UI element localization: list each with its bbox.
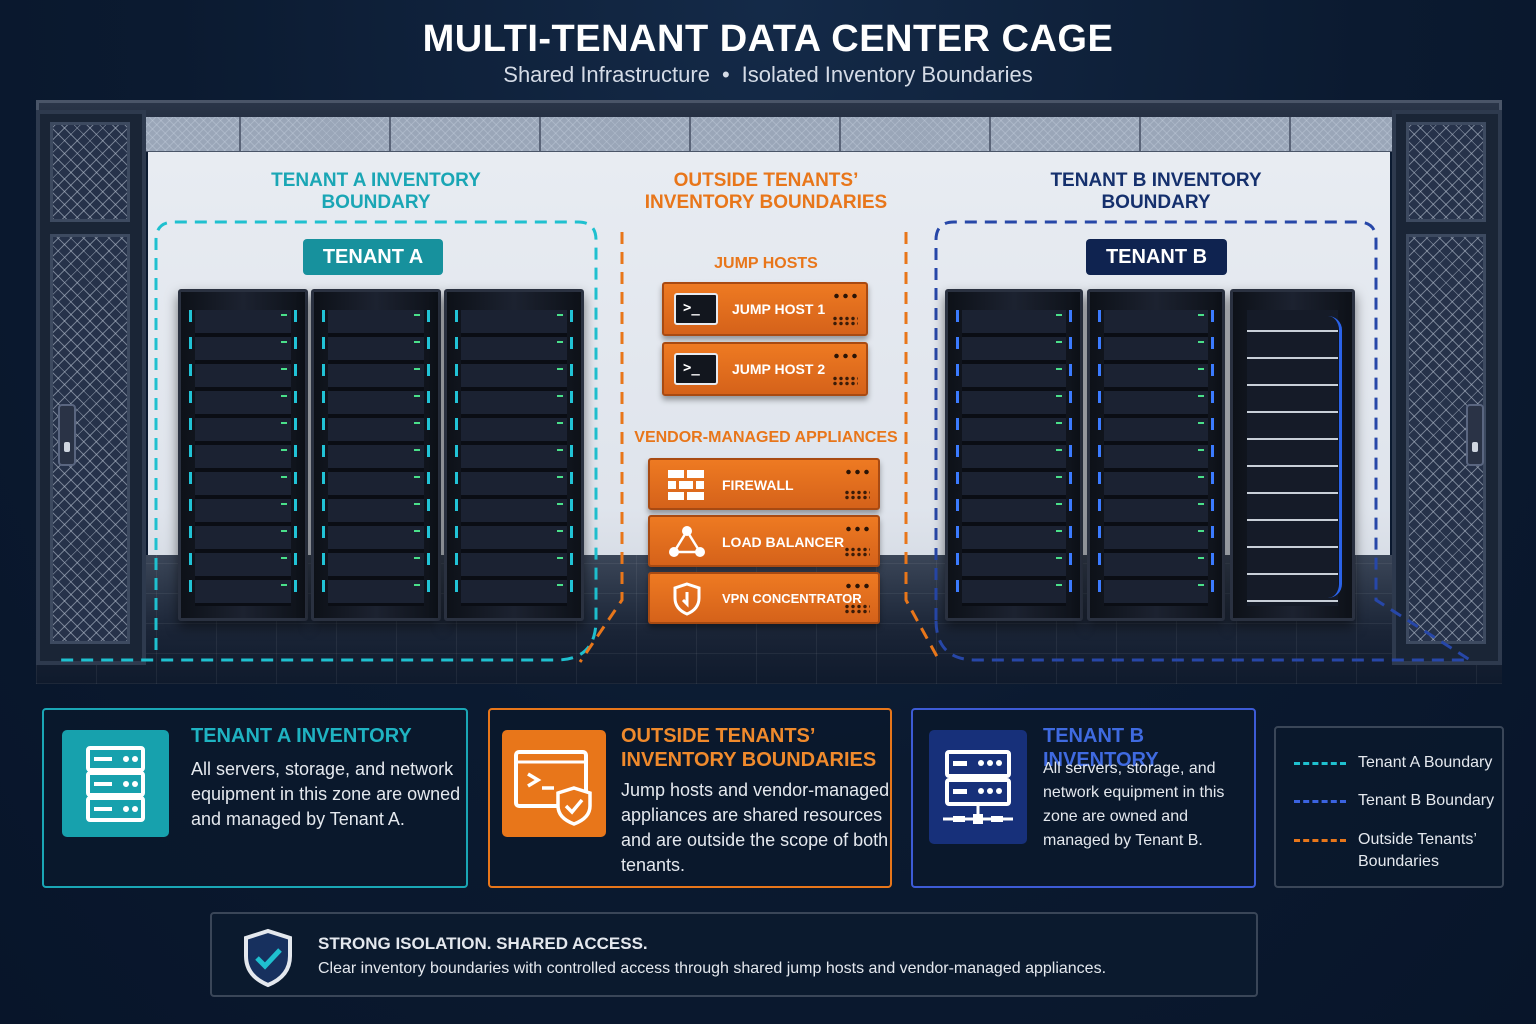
legend: Tenant A Boundary Tenant B Boundary Outs… [1274,726,1504,888]
outside-tenants-card: OUTSIDE TENANTS’ INVENTORY BOUNDARIES Ju… [488,708,892,888]
tenant-a-zone-label: TENANT A INVENTORY BOUNDARY [226,170,526,214]
vent-icon [832,316,858,326]
legend-label-tenant-b: Tenant B Boundary [1358,792,1495,809]
status-leds-icon [844,583,870,589]
server-stack-icon [62,730,169,837]
status-leds-icon [844,526,870,532]
cable-bundle-icon [1316,316,1342,598]
vpn-concentrator-label: VPN CONCENTRATOR [722,591,862,606]
vent-icon [844,490,870,500]
load-balancer-icon [669,526,705,557]
outside-zone-label-line1: OUTSIDE TENANTS’ [673,170,859,191]
tenant-b-tag: TENANT B [1086,239,1227,275]
vendor-appliances-heading: VENDOR-MANAGED APPLIANCES [634,429,898,446]
left-door-mesh-top [50,122,130,222]
tenant-a-zone-label-line2: BOUNDARY [321,192,431,213]
outside-card-text: Jump hosts and vendor-managed appliances… [621,780,890,875]
page-subtitle: Shared Infrastructure • Isolated Inventory… [0,62,1536,88]
status-leds-icon [832,293,858,299]
right-door-mesh [1406,234,1486,644]
jump-host-1: >_ JUMP HOST 1 [662,282,868,336]
tenant-b-zone-label: TENANT B INVENTORY BOUNDARY [1006,170,1306,214]
terminal-shield-icon [502,730,606,837]
legend-swatch-outside [1294,839,1346,842]
banner-title: STRONG ISOLATION. SHARED ACCESS. [318,934,648,953]
outside-boundary-left-line [578,232,624,663]
legend-label-outside: Outside Tenants’ Boundaries [1358,831,1477,870]
outside-card-title: OUTSIDE TENANTS’ INVENTORY BOUNDARIES [621,725,877,771]
legend-label-tenant-a: Tenant A Boundary [1358,754,1493,771]
legend-swatch-tenant-a [1294,762,1346,765]
tenant-b-inventory-card: TENANT B INVENTORY All servers, storage,… [911,708,1256,888]
jump-hosts-heading: JUMP HOSTS [714,255,818,272]
tenant-a-card-text: All servers, storage, and network equipm… [191,759,461,829]
tenant-b-zone-label-line1: TENANT B INVENTORY [1050,170,1262,191]
tenant-b-network-rack [1230,289,1355,621]
tenant-b-card-text: All servers, storage, and network equipm… [1043,760,1225,849]
firewall-appliance: FIREWALL [648,458,880,510]
right-cage-door [1392,110,1502,665]
vpn-concentrator-appliance: VPN CONCENTRATOR [648,572,880,624]
left-cage-door [36,110,146,665]
vent-icon [832,376,858,386]
status-leds-icon [844,469,870,475]
outside-zone-label: OUTSIDE TENANTS’ INVENTORY BOUNDARIES [616,170,916,214]
tenant-a-rack-1 [178,289,308,621]
cage-ceiling [36,100,1502,152]
banner-text: Clear inventory boundaries with controll… [318,960,1107,977]
subtitle-separator: • [721,62,730,87]
tenant-b-rack-1 [945,289,1083,621]
boundary-lines [60,220,1476,663]
tenant-b-card-title: TENANT B INVENTORY [1043,725,1159,771]
legend-swatch-tenant-b [1294,800,1346,803]
tenant-b-rack-2 [1087,289,1225,621]
vent-icon [844,547,870,557]
ceiling-mesh [89,117,1455,151]
subtitle-right: Isolated Inventory Boundaries [741,62,1033,87]
firewall-icon [668,470,704,500]
tenant-a-inventory-card: TENANT A INVENTORY All servers, storage,… [42,708,468,888]
subtitle-left: Shared Infrastructure [503,62,710,87]
shield-check-icon [244,928,292,988]
firewall-label: FIREWALL [722,477,794,493]
right-door-handle-icon [1466,404,1484,466]
page-title: MULTI-TENANT DATA CENTER CAGE [422,18,1114,60]
jump-host-2: >_ JUMP HOST 2 [662,342,868,396]
outside-zone-label-line2: INVENTORY BOUNDARIES [644,192,888,213]
terminal-icon: >_ [674,353,718,385]
tenant-a-boundary-line [60,220,598,662]
network-equipment-icon [929,730,1027,844]
tenant-a-zone-label-line1: TENANT A INVENTORY [271,170,481,191]
jump-host-1-label: JUMP HOST 1 [732,301,826,317]
tenant-a-card-title: TENANT A INVENTORY [191,725,412,747]
tenant-a-tag: TENANT A [303,239,443,275]
tenant-a-rack-2 [311,289,441,621]
load-balancer-label: LOAD BALANCER [722,534,845,550]
isolation-banner: STRONG ISOLATION. SHARED ACCESS. Clear i… [210,912,1258,997]
jump-host-2-label: JUMP HOST 2 [732,361,826,377]
outside-boundary-right-line [904,232,942,663]
tenant-b-boundary-line [934,220,1476,662]
tenant-a-rack-3 [444,289,584,621]
load-balancer-appliance: LOAD BALANCER [648,515,880,567]
status-leds-icon [832,353,858,359]
vent-icon [844,604,870,614]
tenant-b-zone-label-line2: BOUNDARY [1101,192,1211,213]
right-door-mesh-top [1406,122,1486,222]
terminal-icon: >_ [674,293,718,325]
vpn-shield-icon [673,582,701,616]
left-door-handle-icon [58,404,76,466]
